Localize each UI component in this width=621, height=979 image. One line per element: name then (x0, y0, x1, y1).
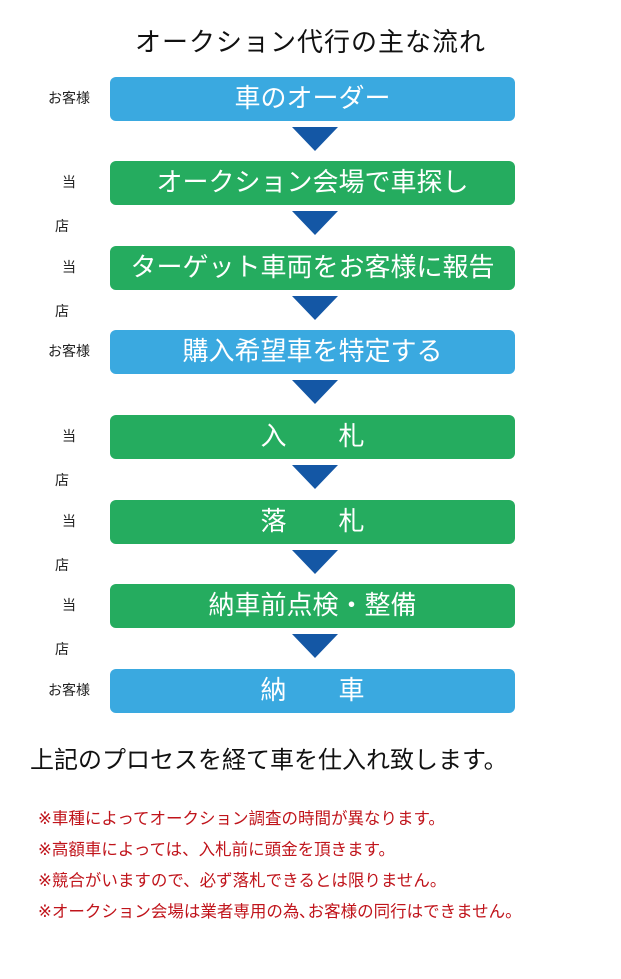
step-actor-label: お客様 (48, 344, 90, 360)
down-arrow-icon (292, 127, 338, 151)
flow-step-report: 当店 ターゲット車両をお客様に報告 (0, 246, 621, 320)
step-box-report: ターゲット車両をお客様に報告 (110, 246, 515, 290)
down-arrow-icon (292, 296, 338, 320)
step-actor-label: 当店 (55, 260, 90, 320)
step-box-delivery: 納 車 (110, 669, 515, 713)
down-arrow-icon (292, 550, 338, 574)
flow-step-select: お客様 購入希望車を特定する (0, 330, 621, 374)
note-item: ※競合がいますので、必ず落札できるとは限りません。 (38, 871, 447, 890)
flow-step-bid: 当店 入 札 (0, 415, 621, 489)
step-actor-label: 当店 (55, 429, 90, 489)
step-actor-label: 当店 (55, 514, 90, 574)
step-actor-label: 当店 (55, 598, 90, 658)
flow-step-delivery: お客様 納 車 (0, 669, 621, 713)
step-actor-label: 当店 (55, 175, 90, 235)
down-arrow-icon (292, 380, 338, 404)
down-arrow-icon (292, 211, 338, 235)
summary-text: 上記のプロセスを経て車を仕入れ致します。 (30, 746, 508, 774)
flow-step-search: 当店 オークション会場で車探し (0, 161, 621, 235)
diagram-title: オークション代行の主な流れ (134, 28, 486, 58)
step-box-select: 購入希望車を特定する (110, 330, 515, 374)
note-item: ※オークション会場は業者専用の為､お客様の同行はできません。 (38, 902, 522, 921)
down-arrow-icon (292, 634, 338, 658)
step-box-bid: 入 札 (110, 415, 515, 459)
flow-step-inspection: 当店 納車前点検・整備 (0, 584, 621, 658)
step-actor-label: お客様 (48, 91, 90, 107)
step-actor-label: お客様 (48, 683, 90, 699)
step-box-inspection: 納車前点検・整備 (110, 584, 515, 628)
notes-list: ※車種によってオークション調査の時間が異なります。 ※高額車によっては、入札前に… (38, 803, 598, 927)
flow-step-order: お客様 車のオーダー (0, 77, 621, 121)
step-box-order: 車のオーダー (110, 77, 515, 121)
flow-step-win: 当店 落 札 (0, 500, 621, 574)
step-box-search: オークション会場で車探し (110, 161, 515, 205)
down-arrow-icon (292, 465, 338, 489)
note-item: ※車種によってオークション調査の時間が異なります。 (38, 809, 445, 828)
step-box-win: 落 札 (110, 500, 515, 544)
note-item: ※高額車によっては、入札前に頭金を頂きます。 (38, 840, 396, 859)
